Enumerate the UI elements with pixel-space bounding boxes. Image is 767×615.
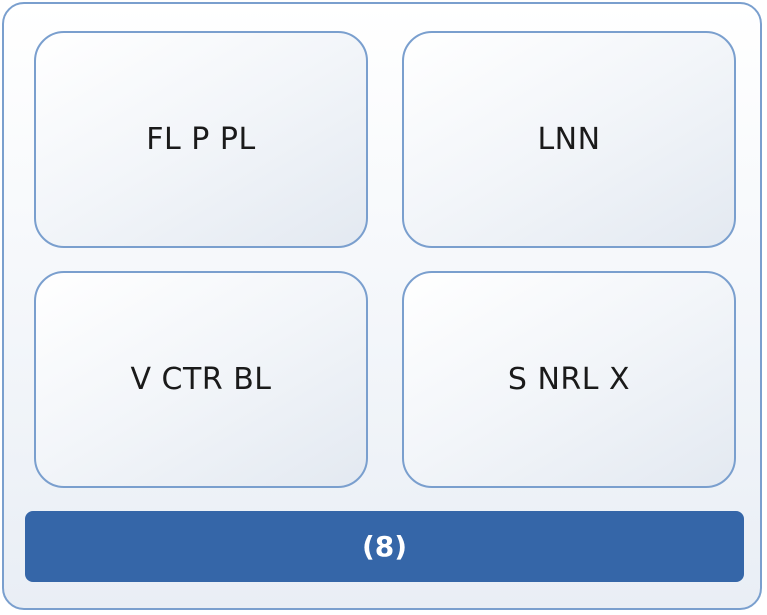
tile-top-right: LNN <box>402 31 736 248</box>
tile-top-left: FL P PL <box>34 31 368 248</box>
tile-label: LNN <box>537 122 601 157</box>
tile-label: S NRL X <box>507 362 631 397</box>
tile-label: V CTR BL <box>130 362 272 397</box>
footer-bar: (8) <box>25 511 744 582</box>
tile-bottom-right: S NRL X <box>402 271 736 488</box>
tile-bottom-left: V CTR BL <box>34 271 368 488</box>
tile-label: FL P PL <box>146 122 256 157</box>
footer-label: (8) <box>361 530 408 563</box>
